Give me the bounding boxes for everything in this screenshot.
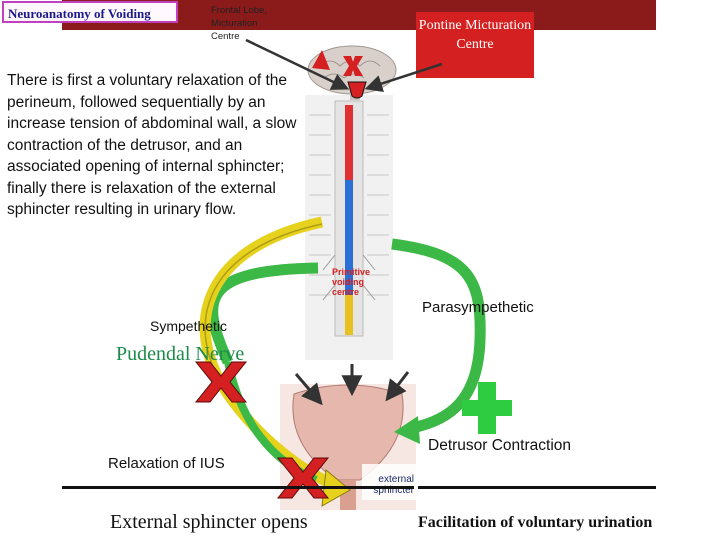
divider-left (62, 486, 414, 489)
spinal-cord-svg (309, 100, 389, 337)
detrusor-contraction-label: Detrusor Contraction (428, 437, 572, 454)
parasympathetic-label: Parasympethetic (422, 299, 534, 316)
triangle-marker-icon (312, 50, 330, 70)
neuron-marker-icon (347, 81, 367, 99)
frontal-to-brainstem-arrow (245, 38, 350, 90)
facilitation-label: Facilitation of voluntary urination (418, 514, 653, 531)
inhibit-cross-icon (194, 361, 248, 403)
divider-right (418, 486, 656, 489)
parasympathetic-pathway (391, 238, 486, 434)
frontal-lobe-label: Frontal Lobe, Micturation Centre (211, 5, 267, 42)
pontine-centre-box: Pontine Micturation Centre (416, 12, 534, 78)
bladder-input-arrow-left (294, 373, 323, 406)
pontine-to-brainstem-arrow (364, 62, 443, 93)
spinal-centre-label: Primitive voiding centre (332, 267, 373, 297)
bladder-input-arrow-right (385, 371, 410, 402)
external-sphincter-opens-label: External sphincter opens (110, 511, 308, 533)
relaxation-ius-label: Relaxation of IUS (108, 455, 225, 472)
parasympathetic-arrowhead (394, 416, 420, 444)
inhibit-cross-icon (343, 56, 363, 76)
sympathetic-label: Sympethetic (150, 318, 228, 334)
bladder-caption: external sphincter (373, 474, 414, 496)
pudendal-nerve-label: Pudendal Nerve (116, 343, 245, 365)
slide-title: Neuroanatomy of Voiding (2, 1, 178, 23)
description-text: There is first a voluntary relaxation of… (7, 72, 297, 218)
excite-plus-icon (462, 382, 512, 434)
